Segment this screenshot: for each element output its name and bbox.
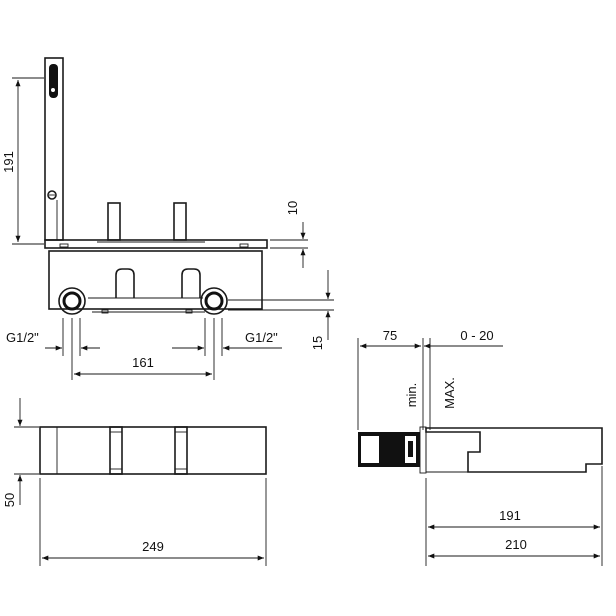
label-min: min. xyxy=(404,383,419,408)
stem-screw xyxy=(47,190,57,200)
dim-base-height-label: 50 xyxy=(2,493,17,507)
base-right-post xyxy=(174,426,188,475)
stem-slot xyxy=(49,64,58,98)
right-post xyxy=(173,202,187,241)
dim-body-length-label: 191 xyxy=(499,508,521,523)
dim-depth-adjust-label: 0 - 20 xyxy=(460,328,493,343)
dim-total-length-label: 210 xyxy=(505,537,527,552)
dim-outlet-spacing: 161 xyxy=(71,318,215,380)
side-body xyxy=(425,427,603,473)
dim-body-length: 191 xyxy=(425,466,603,566)
mounting-plate xyxy=(44,239,268,249)
dim-outlet-offset-label: 15 xyxy=(310,336,325,350)
stem-slot-hole xyxy=(51,88,55,92)
side-view xyxy=(358,426,603,474)
dim-stem-height-label: 191 xyxy=(1,151,16,173)
dim-plate-thickness: 10 xyxy=(270,201,308,268)
dim-depth-adjust: 0 - 20 xyxy=(424,328,503,430)
front-view xyxy=(44,57,268,315)
dim-stem-height: 191 xyxy=(1,77,44,245)
thread-right-label: G1/2" xyxy=(245,330,278,345)
dim-threads: G1/2" G1/2" xyxy=(6,318,282,356)
left-outlet xyxy=(58,287,86,315)
left-slot xyxy=(115,268,135,298)
housing-body xyxy=(48,250,263,310)
top-view xyxy=(39,426,267,475)
dim-total-length: 210 xyxy=(428,537,600,559)
dim-depth-min: 75 xyxy=(357,328,424,430)
thread-left-label: G1/2" xyxy=(6,330,39,345)
base-outline xyxy=(39,426,267,475)
base-left-post xyxy=(109,426,123,475)
dim-base-length: 249 xyxy=(39,478,267,566)
left-post xyxy=(107,202,121,241)
dim-outlet-spacing-label: 161 xyxy=(132,355,154,370)
right-outlet xyxy=(200,287,228,315)
label-max: MAX. xyxy=(442,377,457,409)
dim-plate-thickness-label: 10 xyxy=(285,201,300,215)
dim-outlet-offset: 15 xyxy=(228,270,334,350)
dim-depth-min-label: 75 xyxy=(383,328,397,343)
dim-base-length-label: 249 xyxy=(142,539,164,554)
right-slot xyxy=(181,268,201,298)
dim-base-height: 50 xyxy=(2,398,39,507)
